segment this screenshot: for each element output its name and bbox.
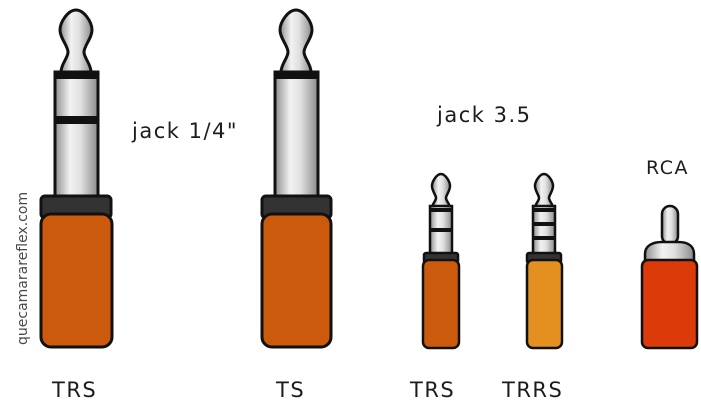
plug-rca — [640, 204, 699, 350]
insulator-ring — [430, 228, 452, 232]
insulator-ring — [533, 222, 555, 226]
plug-trs-quarter — [39, 8, 114, 349]
group-label-rca: RCA — [646, 157, 689, 179]
plug-trrs-35 — [525, 172, 564, 350]
plug-tip — [278, 8, 314, 74]
plug-shaft — [531, 204, 557, 260]
plug-tip — [533, 172, 555, 210]
plug-tip — [58, 8, 94, 74]
insulator-ring — [533, 208, 555, 212]
connector-label-ts-quarter: TS — [275, 378, 305, 402]
plug-body — [260, 212, 333, 349]
plug-shaft — [53, 70, 100, 202]
insulator-ring — [55, 116, 98, 124]
plug-trs-35 — [421, 172, 461, 350]
connector-label-trs-35: TRS — [409, 378, 455, 402]
plug-body — [640, 258, 699, 350]
insulator-ring — [533, 236, 555, 240]
connector-label-trs-quarter: TRS — [51, 378, 97, 402]
plug-body — [525, 258, 564, 350]
rca-shoulder — [643, 240, 696, 264]
plug-shaft — [273, 70, 320, 202]
rca-pin — [660, 204, 680, 246]
plug-tip — [430, 172, 452, 210]
insulator-ring — [275, 72, 318, 79]
connector-label-trrs-35: TRRS — [501, 378, 563, 402]
plug-body — [421, 258, 461, 350]
watermark: quecamarareflex.com — [15, 192, 31, 345]
plug-ts-quarter — [260, 8, 333, 349]
plug-body — [39, 212, 114, 349]
group-label-jack-35: jack 3.5 — [436, 103, 531, 127]
insulator-ring — [55, 72, 98, 79]
insulator-ring — [430, 208, 452, 212]
group-label-jack-quarter: jack 1/4" — [131, 119, 238, 143]
